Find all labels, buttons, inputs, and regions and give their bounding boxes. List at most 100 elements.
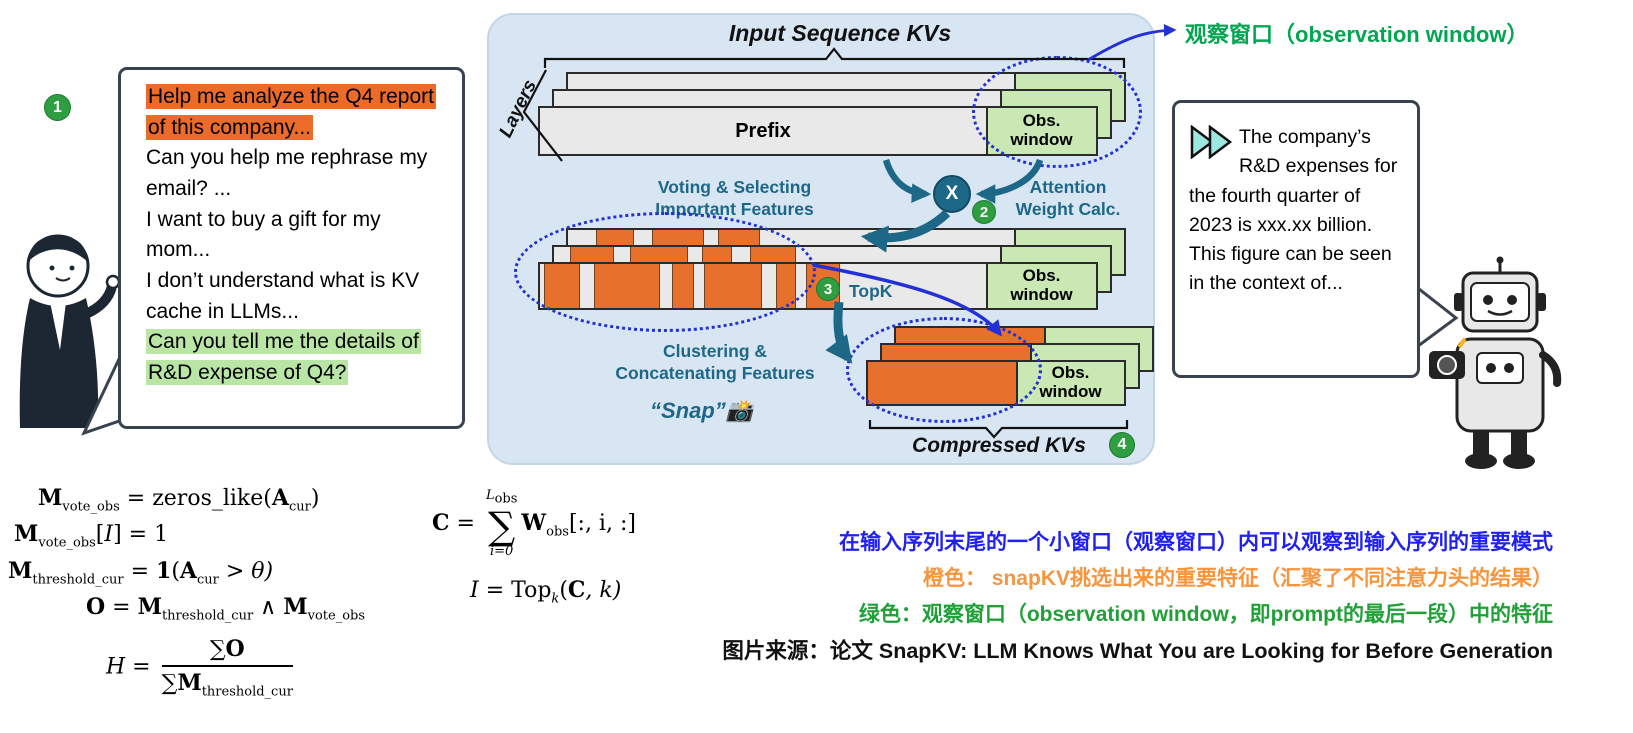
math-symbol: M bbox=[137, 594, 162, 621]
math-symbol: I bbox=[104, 522, 114, 548]
math-symbol: M bbox=[38, 485, 63, 511]
math-symbol: M bbox=[14, 521, 39, 548]
voting-label-line1: Voting & Selecting bbox=[657, 177, 812, 197]
summation: Lobs∑i=0 bbox=[485, 488, 518, 559]
math-symbol: 1 bbox=[156, 557, 172, 584]
formula-h: H = ∑O∑Mthreshold_cur bbox=[106, 636, 432, 699]
math-sigma: ∑ bbox=[161, 670, 178, 696]
math-sigma: ∑ bbox=[209, 636, 226, 662]
math-text: [:, i, :] bbox=[568, 511, 636, 537]
math-subscript: vote_obs bbox=[307, 608, 366, 624]
math-symbol: W bbox=[521, 510, 547, 537]
compressed-features-ellipse bbox=[846, 317, 1042, 423]
math-text: ∧ bbox=[253, 595, 284, 621]
panel-title: Input Sequence KVs bbox=[728, 20, 952, 46]
obs-window-label-line1: Obs. bbox=[1051, 363, 1090, 383]
query-text: I want to buy a gift for my mom... bbox=[146, 207, 381, 262]
compressed-kvs-label: Compressed KVs bbox=[912, 434, 1086, 457]
obs-window-ellipse bbox=[972, 56, 1142, 168]
math-symbol: M bbox=[283, 594, 308, 621]
robot-icon bbox=[1429, 256, 1562, 469]
voted-features-ellipse bbox=[514, 212, 816, 332]
step-badge-4: 4 bbox=[1109, 432, 1135, 458]
note-image-source: 图片来源：论文 SnapKV: LLM Knows What You are L… bbox=[722, 639, 1553, 663]
math-text: = bbox=[105, 595, 138, 621]
snap-label-wrap: “Snap”📸 bbox=[650, 398, 753, 424]
math-text: > θ) bbox=[218, 558, 274, 584]
query-line: Can you tell me the details of R&D expen… bbox=[146, 327, 437, 388]
query-line: Can you help me rephrase my email? ... bbox=[146, 143, 437, 204]
obs-window-label-line1: Obs. bbox=[1022, 266, 1061, 286]
math-text: = Top bbox=[478, 578, 552, 604]
attention-label-line1: Attention bbox=[1029, 177, 1107, 197]
query-line: I want to buy a gift for my mom... bbox=[146, 205, 437, 266]
math-subscript: obs bbox=[494, 491, 518, 507]
prefix-segment: Prefix bbox=[538, 106, 988, 156]
sum-upper-limit: Lobs bbox=[485, 488, 518, 507]
snap-label: “Snap” bbox=[650, 398, 726, 423]
query-line: I don’t understand what is KV cache in L… bbox=[146, 266, 437, 327]
math-symbol: C bbox=[432, 510, 450, 537]
attention-label-line2: Weight Calc. bbox=[1015, 199, 1121, 220]
math-text: = bbox=[123, 558, 157, 584]
clustering-label-line1: Clustering & bbox=[662, 341, 768, 361]
prefix-label: Prefix bbox=[735, 119, 791, 142]
person-icon bbox=[19, 234, 120, 428]
math-subscript: threshold_cur bbox=[32, 572, 124, 588]
fast-forward-icon bbox=[1190, 125, 1233, 159]
obs-window-segment: Obs. window bbox=[985, 262, 1098, 310]
formula-m-vote-obs: Mvote_obs = zeros_like(Acur) bbox=[38, 485, 432, 514]
math-subscript: cur bbox=[197, 572, 219, 588]
obs-window-label-line2: window bbox=[1010, 285, 1073, 304]
fraction-numerator: ∑O bbox=[161, 635, 293, 667]
math-symbol: I bbox=[470, 578, 479, 604]
math-sigma: ∑ bbox=[488, 503, 516, 548]
math-text: ( bbox=[559, 578, 568, 604]
formula-m-threshold: Mthreshold_cur = 1(Acur > θ) bbox=[8, 558, 432, 587]
note-green-meaning: 绿色：观察窗口（observation window，即prompt的最后一段）… bbox=[858, 603, 1553, 626]
sum-lower-limit: i=0 bbox=[490, 543, 514, 559]
math-symbol: M bbox=[177, 669, 202, 696]
formula-o: O = Mthreshold_cur ∧ Mvote_obs bbox=[86, 594, 432, 623]
fraction: ∑O∑Mthreshold_cur bbox=[161, 635, 293, 699]
model-answer-bubble: The company’s R&D expenses for the fourt… bbox=[1172, 100, 1420, 378]
topk-label: TopK bbox=[849, 281, 893, 301]
math-text: [ bbox=[95, 522, 105, 548]
math-text: , k) bbox=[585, 578, 622, 604]
camera-emoji-icon: 📸 bbox=[725, 398, 754, 423]
answer-text-wrap: The company’s R&D expenses for the fourt… bbox=[1189, 123, 1403, 299]
math-symbol: L bbox=[485, 488, 495, 503]
math-subscript: k bbox=[551, 591, 560, 607]
math-text: ) bbox=[310, 486, 320, 511]
math-text: ( bbox=[171, 558, 180, 584]
obs-window-label-line2: window bbox=[1039, 382, 1102, 401]
step-badge-2: 2 bbox=[972, 200, 996, 224]
fraction-denominator: ∑Mthreshold_cur bbox=[162, 667, 293, 699]
user-query-bubble: Help me analyze the Q4 report of this co… bbox=[118, 67, 465, 429]
math-symbol: O bbox=[225, 635, 245, 662]
step-badge-1: 1 bbox=[44, 94, 71, 121]
multiply-node: X bbox=[933, 175, 971, 213]
math-text: = zeros_like( bbox=[119, 486, 272, 511]
math-symbol: A bbox=[271, 485, 289, 511]
attention-label: Attention Weight Calc. bbox=[998, 176, 1138, 220]
math-subscript: obs bbox=[546, 524, 569, 540]
observation-window-label: 观察窗口（observation window） bbox=[1185, 22, 1529, 47]
math-text: = bbox=[125, 654, 158, 680]
clustering-label-line2: Concatenating Features bbox=[615, 363, 815, 384]
math-symbol: H bbox=[106, 654, 126, 680]
math-symbol: A bbox=[179, 557, 197, 584]
query-line: Help me analyze the Q4 report of this co… bbox=[146, 82, 437, 143]
math-text: ] = 1 bbox=[113, 522, 169, 548]
formula-block-left: Mvote_obs = zeros_like(Acur) Mvote_obs[I… bbox=[8, 478, 432, 706]
note-observation-window: 在输入序列末尾的一个小窗口（观察窗口）内可以观察到输入序列的重要模式 bbox=[839, 531, 1553, 554]
math-subscript: threshold_cur bbox=[161, 608, 254, 624]
math-subscript: cur bbox=[288, 499, 311, 515]
math-subscript: vote_obs bbox=[62, 499, 120, 515]
math-subscript: vote_obs bbox=[38, 535, 96, 551]
note-orange-meaning: 橙色： snapKV挑选出来的重要特征（汇聚了不同注意力头的结果） bbox=[922, 567, 1553, 590]
annotation-notes: 在输入序列末尾的一个小窗口（观察窗口）内可以观察到输入序列的重要模式 橙色： s… bbox=[722, 525, 1553, 669]
